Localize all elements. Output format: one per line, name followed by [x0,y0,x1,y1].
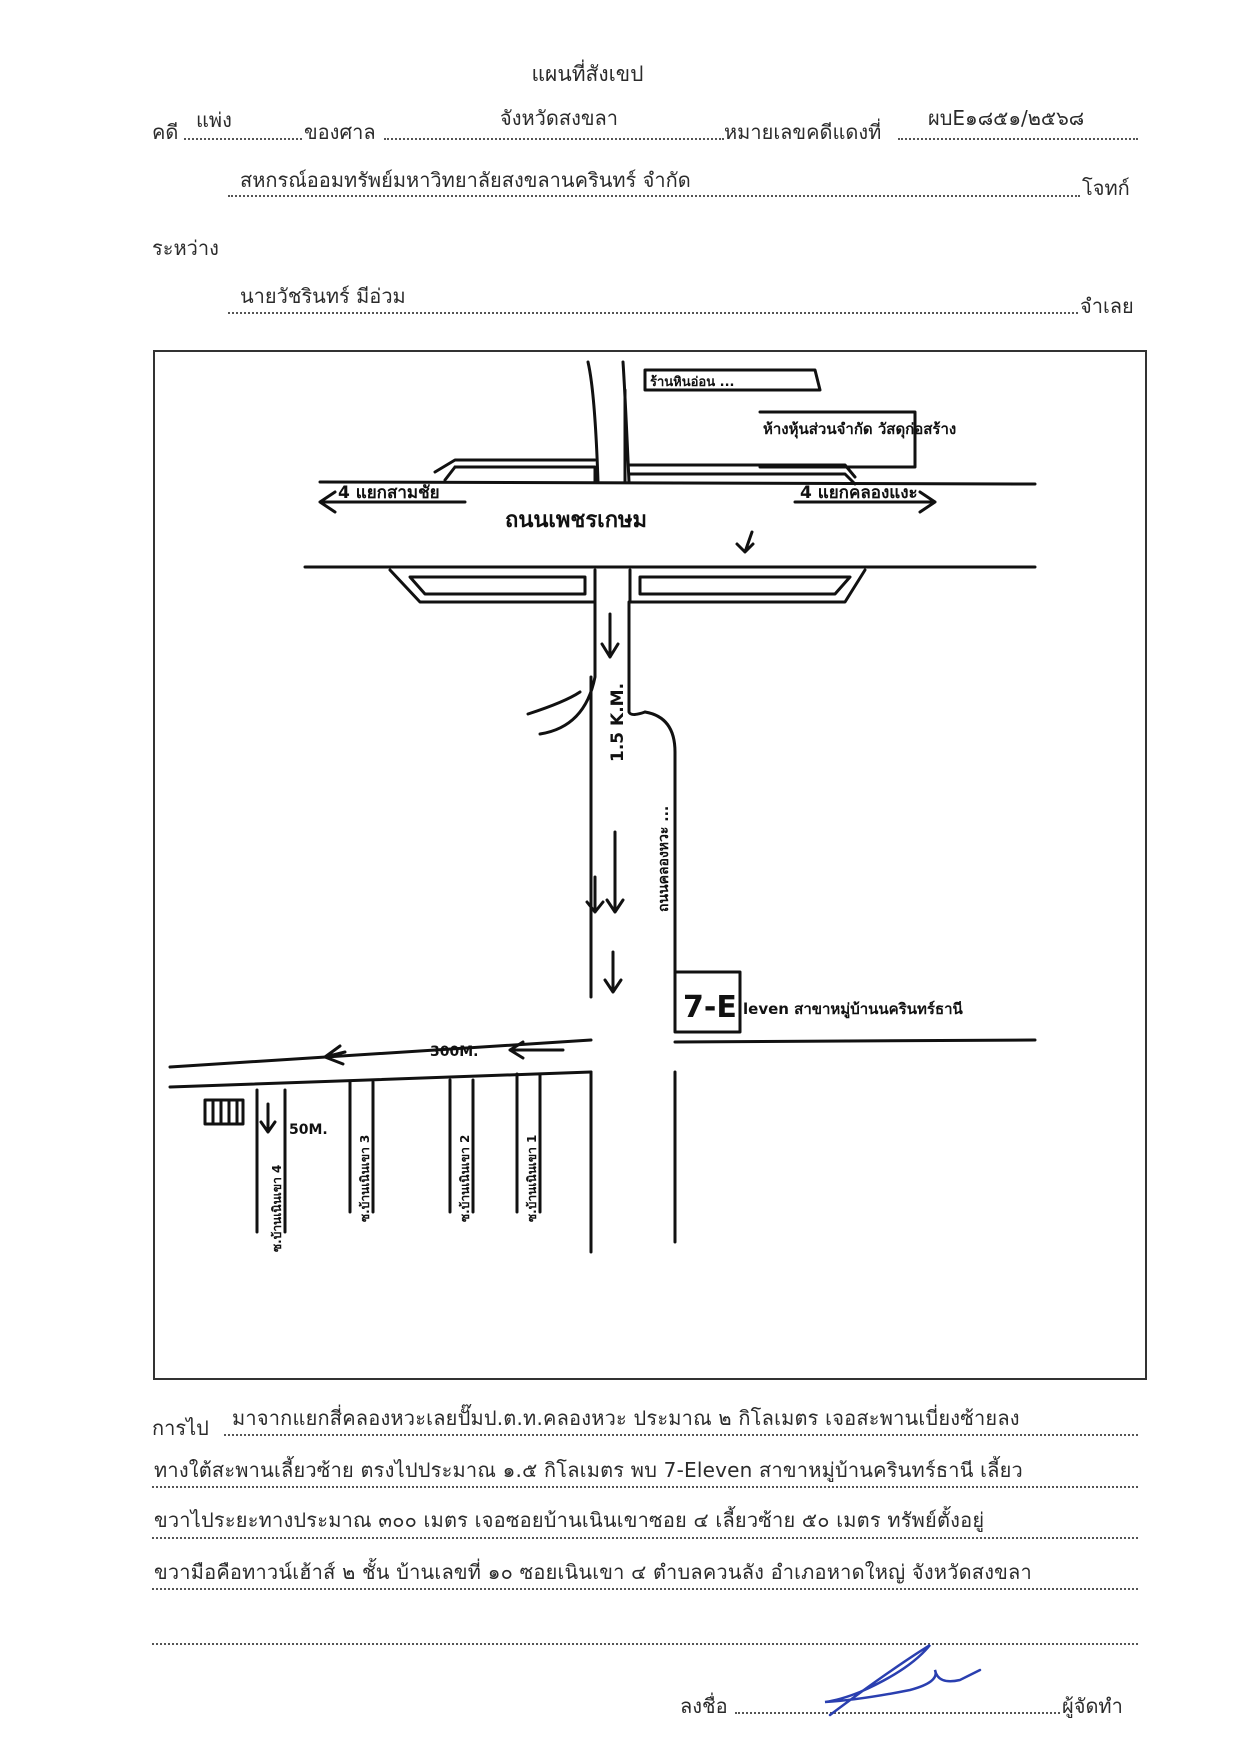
map-distance-1: 1.5 K.M. [608,683,628,762]
map-soi-1-dist: 50M. [289,1122,328,1138]
red-no-value: ผบE๑๘๕๑/๒๕๖๘ [928,106,1085,130]
building-shop-2 [758,410,917,469]
ramp-top-right [628,463,857,479]
defendant-name: นายวัชรินทร์ มีอ่วม [240,284,406,308]
south-road-left [538,600,597,736]
map-right-arrow-text: 4 แยกคลองแงะ [800,483,918,503]
arrow-left-2 [508,1040,565,1060]
map-soi-3: ซ.บ้านเนินเขา 2 [458,1135,472,1222]
directions-dots-2 [152,1486,1138,1488]
soi-1-road [515,1072,542,1214]
court-dots [384,138,724,140]
directions-line-4: ขวามือคือทาวน์เฮ้าส์ ๒ ชั้น บ้านเลขที่ ๑… [154,1560,1032,1584]
soi-2-road [448,1078,475,1214]
map-top-building-1: ร้านหินอ่อน ... [650,374,734,390]
map-soi-4: ซ.บ้านเนินเขา 1 [525,1135,539,1222]
between-label: ระหว่าง [152,236,219,260]
north-road-left [586,360,600,484]
south-road-right [627,600,647,716]
signature-scribble [824,1643,982,1717]
case-type-value: แพ่ง [196,108,232,132]
arrow-down-3 [259,1102,277,1134]
directions-line-1: มาจากแยกสี่คลองหวะเลยปั๊มป.ต.ท.คลองหวะ ป… [232,1406,1020,1430]
map-road-main: ถนนเพชรเกษม [505,508,647,533]
map-distance-2: 300M. [430,1044,478,1060]
defendant-label: จำเลย [1080,294,1134,318]
bottom-road-bottom [168,1070,593,1089]
seven-box [673,970,742,1034]
hand-drawn-map: ถนนเพชรเกษม 4 แยกสามชัย 4 แยกคลองแงะ ร้า… [168,360,1037,1254]
map-side-road: ถนนคลองหวะ ... [656,806,672,912]
signature-role: ผู้จัดทำ [1062,1694,1123,1718]
directions-line-2: ทางใต้สะพานเลี้ยวซ้าย ตรงไปประมาณ ๑.๕ กิ… [154,1458,1023,1482]
ramp-top-left [433,458,597,474]
map-seven-box-label: 7-E [683,990,737,1025]
map-seven-text: leven สาขาหมู่บ้านนครินทร์ธานี [743,1000,964,1019]
directions-label: การไป [152,1416,209,1440]
directions-line-3: ขวาไประยะทางประมาณ ๓๐๐ เมตร เจอซอยบ้านเน… [154,1508,985,1532]
red-no-label: หมายเลขคดีแดงที่ [724,120,882,144]
bottom-road-top [168,1038,593,1069]
directions-dots-5 [152,1643,1138,1645]
ramp-bottom-right [628,568,867,604]
highway-top-edge [318,480,1037,486]
case-type-dots [184,138,302,140]
case-label: คดี [152,120,179,144]
court-label: ของศาล [304,120,376,144]
east-road-top [673,1038,1037,1044]
arrow-down-2 [605,830,625,914]
building-shop-1 [643,368,822,392]
arrow-right [793,490,937,514]
plaintiff-label: โจทก์ [1082,176,1130,200]
court-value: จังหวัดสงขลา [500,106,619,130]
page-title: แผนที่สังเขป [531,62,644,86]
signature-dots [735,1712,1060,1714]
directions-dots-1 [224,1434,1138,1436]
signature-label: ลงชื่อ [680,1694,728,1718]
map-soi-2: ซ.บ้านเนินเขา 3 [358,1135,372,1222]
south-road-right-2 [643,710,677,1024]
plaintiff-dots [228,195,1080,197]
arrow-left [318,490,467,514]
defendant-dots [228,312,1078,314]
soi-4-road [255,1088,287,1234]
ramp-bottom-left [388,568,597,604]
plaintiff-name: สหกรณ์ออมทรัพย์มหาวิทยาลัยสงขลานครินทร์ … [240,168,691,192]
soi-3-road [348,1080,375,1214]
map-top-building-2: ห้างหุ้นส่วนจำกัด วัสดุก่อสร้าง [763,420,956,439]
directions-dots-4 [152,1588,1138,1590]
map-soi-1: ซ.บ้านเนินเขา 4 [270,1165,284,1252]
map-left-arrow-text: 4 แยกสามชัย [338,483,440,503]
map-frame: ถนนเพชรเกษม 4 แยกสามชัย 4 แยกคลองแงะ ร้า… [153,350,1147,1380]
arrow-down-1 [600,612,620,659]
red-no-dots [898,138,1138,140]
directions-dots-3 [152,1537,1138,1539]
